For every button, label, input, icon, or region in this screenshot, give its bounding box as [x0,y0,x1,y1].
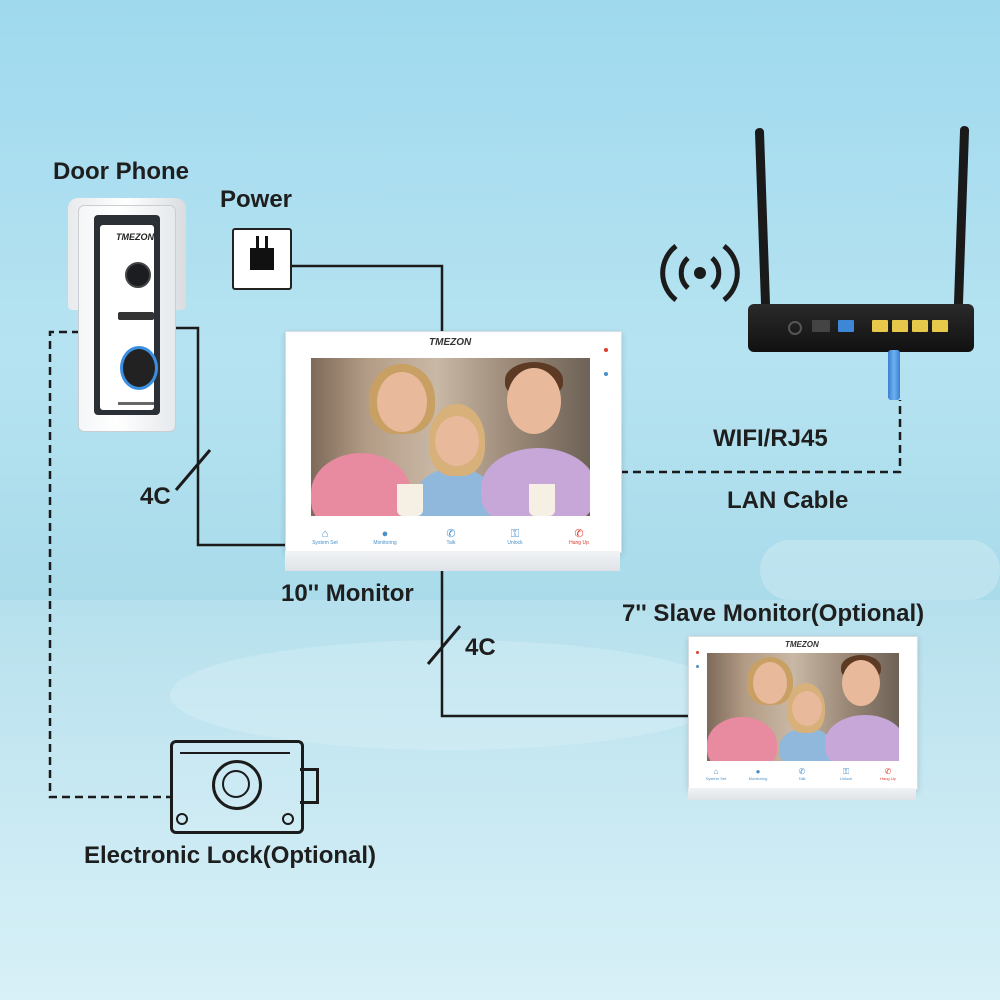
label-power: Power [220,186,293,213]
slave-monitor-screen [707,653,899,761]
wire-monitor-to-router [620,400,902,474]
slave-talk-button[interactable]: ✆Talk [798,767,806,782]
monitoring-button[interactable]: ●Monitoring [373,528,397,546]
slave-monitor-stand [688,788,916,800]
main-monitor: TMEZON ⌂System Set ●Monitoring ✆Talk [285,331,622,553]
slash-left [174,449,212,491]
wire-power-to-monitor [290,264,444,334]
unlock-button[interactable]: ⚿Unlock [507,528,523,546]
label-4c-left: 4C [140,483,171,510]
talk-button[interactable]: ✆Talk [446,528,456,546]
label-lan-cable: LAN Cable [727,487,849,514]
wifi-signal-icon [660,244,740,302]
main-monitor-screen [311,358,590,516]
wire-door-to-lock [48,330,170,799]
slave-monitor-logo: TMEZON [785,640,819,649]
slash-center [426,625,462,665]
label-slave-monitor: 7'' Slave Monitor(Optional) [622,600,925,627]
hang-up-button[interactable]: ✆Hang Up [569,528,589,546]
label-wifi-rj45: WIFI/RJ45 [713,425,828,452]
main-monitor-stand [285,551,620,571]
label-electronic-lock: Electronic Lock(Optional) [84,842,377,869]
label-door-phone: Door Phone [53,158,189,185]
background-rug [170,640,730,750]
wire-door-to-monitor [176,326,285,547]
wire-monitor-to-slave [440,566,690,718]
slave-hang-up-button[interactable]: ✆Hang Up [880,767,896,782]
label-4c-center: 4C [465,634,496,661]
power-plug-icon [232,228,292,290]
slave-monitoring-button[interactable]: ●Monitoring [748,767,768,782]
door-phone-logo: TMEZON [116,232,154,242]
router-icon [748,304,974,352]
main-monitor-logo: TMEZON [429,337,472,348]
slave-unlock-button[interactable]: ⚿Unlock [839,767,853,782]
slave-monitor: TMEZON ⌂System Set ●Monitoring ✆Talk ⚿Un… [688,636,918,790]
system-set-button[interactable]: ⌂System Set [312,528,338,546]
slave-system-set-button[interactable]: ⌂System Set [705,767,727,782]
label-main-monitor: 10'' Monitor [281,580,414,607]
background-table [760,540,1000,600]
ethernet-cable [888,350,900,400]
